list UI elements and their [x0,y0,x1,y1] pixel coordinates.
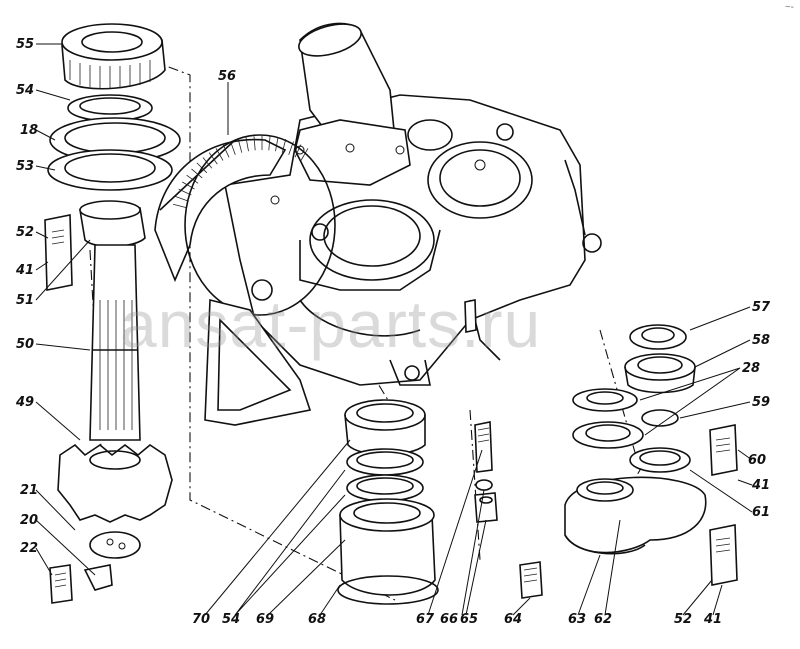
callout-67: 67 [416,612,435,627]
gasket-63 [564,534,646,555]
ring-54-center [346,448,424,502]
gear-tooth [182,181,195,190]
gear-tooth [175,196,189,202]
watermark-text: ansat-parts.ru [120,287,542,361]
cover-61 [629,447,691,473]
gear-tooth [294,144,302,158]
gear-tooth [186,174,199,184]
callout-65: 65 [460,612,479,627]
gear-tooth [281,138,287,153]
callout-49: 49 [16,395,35,410]
gear-tooth [268,136,271,151]
bearing-55 [61,23,166,90]
callout-21: 21 [20,483,39,498]
gear-tooth [275,137,279,152]
cover-plate-62 [564,476,707,554]
callout-41-right-lower: 41 [704,612,723,627]
bolt-64 [519,561,543,599]
shaft-50 [89,244,141,441]
callout-68: 68 [308,612,327,627]
housing-covers [309,119,533,281]
callout-66: 66 [440,612,459,627]
callout-51: 51 [16,293,35,308]
lock-plate-20 [83,564,113,591]
seal-ring-54 [67,94,153,122]
washer-59 [641,409,679,427]
pinion-49 [57,443,173,523]
gear-tooth [191,168,203,179]
callout-64: 64 [504,612,523,627]
callout-28: 28 [742,361,761,376]
housing-68 [337,575,439,605]
callout-63: 63 [568,612,587,627]
callout-56: 56 [218,69,237,84]
gear-tooth [202,157,213,169]
gear-tooth [172,203,187,209]
callout-54-center: 54 [222,612,241,627]
callout-18: 18 [20,123,39,138]
callout-62: 62 [594,612,613,627]
callout-58: 58 [752,333,771,348]
bolt-52-right [709,524,738,586]
bearing-57 [629,324,687,350]
callout-55: 55 [16,37,35,52]
leader-lines [35,43,753,616]
housing-bolt [464,299,477,333]
gear-tooth [230,141,236,155]
washer-66 [475,479,493,491]
callout-61: 61 [752,505,771,520]
corner-mark: ~- [784,2,794,13]
seal-58 [624,353,696,394]
bolt-60 [709,424,738,476]
callout-20: 20 [20,513,39,528]
bearing-28 [572,388,644,449]
gear-tooth [253,136,256,151]
plate-21 [89,531,141,559]
callout-52: 52 [16,225,35,240]
ring-gear-18 [47,117,181,191]
bolt-52-left [44,214,73,291]
callout-22: 22 [20,541,39,556]
gear-tooth [245,137,249,152]
mounting-flange [204,298,312,426]
callout-59: 59 [752,395,771,410]
callout-70: 70 [192,612,211,627]
bearing-70 [344,399,426,456]
gear-56 [154,134,336,316]
nut-65 [474,492,498,523]
gear-tooth [300,148,309,161]
callout-52-right: 52 [674,612,693,627]
callout-41: 41 [16,263,35,278]
callout-54: 54 [16,83,35,98]
sleeve-69 [339,498,436,596]
callout-60: 60 [748,453,767,468]
gear-tooth [237,138,243,153]
callout-50: 50 [16,337,35,352]
gear-tooth [208,152,218,165]
callout-69: 69 [256,612,275,627]
callout-41-right-upper: 41 [752,478,771,493]
bushing-51 [79,200,146,248]
callout-53: 53 [16,159,35,174]
callout-57: 57 [752,300,771,315]
inlet-elbow [294,22,411,186]
bolt-22 [49,564,73,604]
